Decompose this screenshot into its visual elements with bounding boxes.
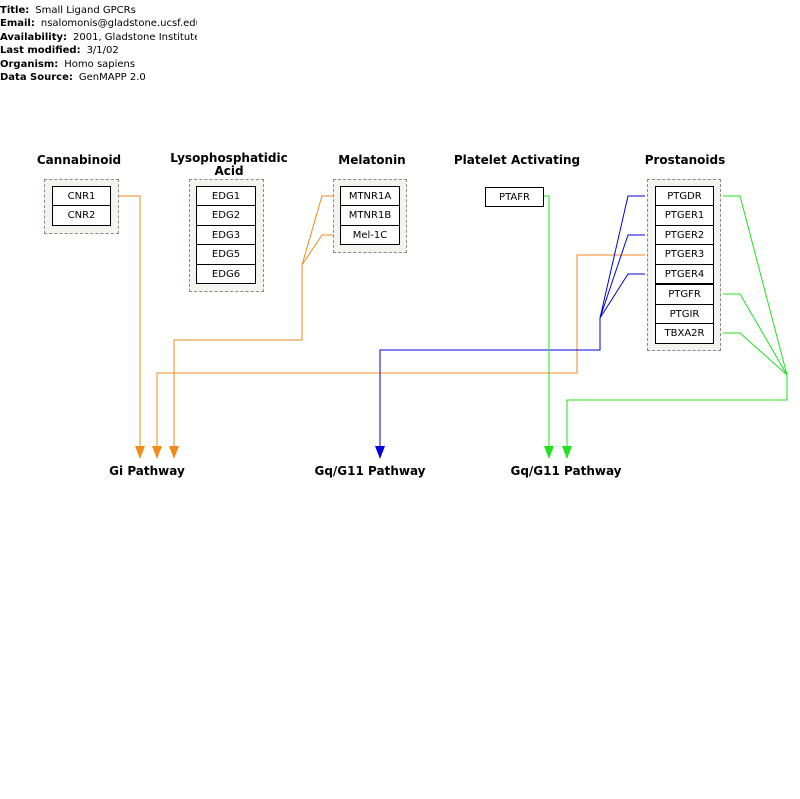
edge-prostanoid-to-gq2	[566, 195, 788, 447]
gene-edg6[interactable]: EDG6	[196, 264, 256, 284]
pathway-gq-g11-green: Gq/G11 Pathway	[510, 464, 622, 478]
arrowhead-gq1	[375, 446, 385, 459]
arrowhead-gq2-1	[544, 446, 554, 459]
gene-mel1c[interactable]: Mel-1C	[340, 225, 400, 245]
arrowhead-gi-1	[135, 446, 145, 459]
gene-edg1[interactable]: EDG1	[196, 186, 256, 206]
availability-value: 2001, Gladstone Institute	[73, 32, 197, 43]
group-title-platelet: Platelet Activating	[453, 153, 581, 167]
gene-cnr2[interactable]: CNR2	[52, 205, 111, 226]
group-title-melatonin: Melatonin	[338, 153, 406, 167]
edge-cnr-to-gi	[119, 195, 141, 447]
meta-organism: Organism:Homo sapiens	[0, 59, 136, 70]
source-value: GenMAPP 2.0	[78, 72, 146, 83]
title-value: Small Ligand GPCRs	[35, 5, 136, 16]
email-value: nsalomonis@gladstone.ucsf.edu	[40, 18, 197, 29]
gene-edg3[interactable]: EDG3	[196, 225, 256, 245]
group-title-prostanoids: Prostanoids	[644, 153, 726, 167]
group-title-cannabinoid: Cannabinoid	[36, 153, 122, 167]
arrowhead-gq2-2	[562, 446, 572, 459]
pathway-gi: Gi Pathway	[109, 464, 185, 478]
gene-ptafr[interactable]: PTAFR	[485, 187, 544, 207]
edge-prostanoid-to-gq1	[379, 195, 645, 447]
edge-ptafr-to-gq2	[544, 195, 550, 447]
meta-modified: Last modified:3/1/02	[0, 45, 119, 56]
edge-ptger3-to-gi	[156, 254, 645, 447]
meta-title: Title:Small Ligand GPCRs	[0, 5, 136, 16]
group-title-lpa: Lysophosphatidic Acid	[170, 151, 288, 178]
arrowhead-gi-2	[152, 446, 162, 459]
gene-tbxa2r[interactable]: TBXA2R	[655, 323, 714, 344]
arrowhead-gi-3	[169, 446, 179, 459]
organism-value: Homo sapiens	[64, 59, 136, 70]
gene-ptger4[interactable]: PTGER4	[655, 264, 714, 284]
meta-availability: Availability:2001, Gladstone Institute	[0, 31, 197, 45]
modified-value: 3/1/02	[86, 45, 119, 56]
pathway-gq-g11-blue: Gq/G11 Pathway	[314, 464, 426, 478]
meta-email: Email:nsalomonis@gladstone.ucsf.edu	[0, 17, 197, 31]
meta-source: Data Source:GenMAPP 2.0	[0, 72, 146, 83]
edge-melatonin-to-gi	[173, 195, 333, 447]
